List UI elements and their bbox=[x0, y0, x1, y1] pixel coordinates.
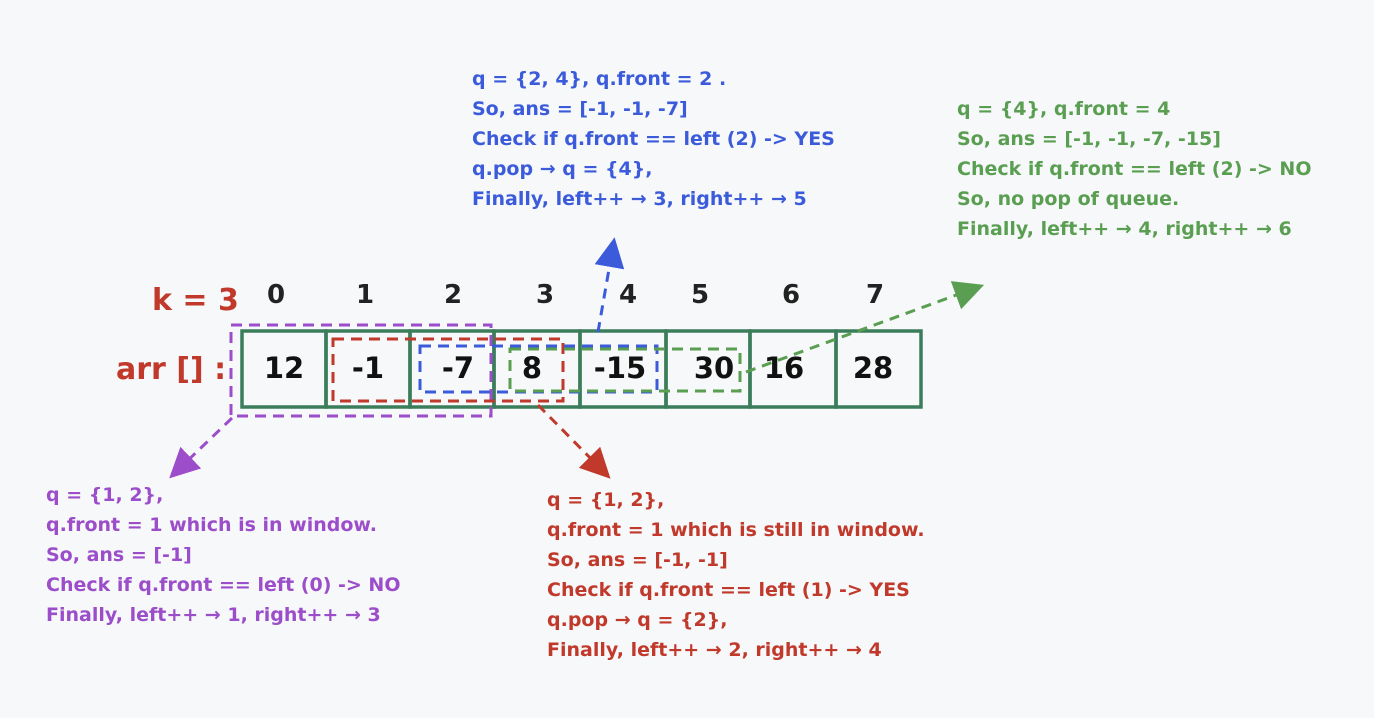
array-value: 16 bbox=[763, 351, 805, 385]
blue-arrow bbox=[594, 237, 625, 333]
index-label: 2 bbox=[443, 280, 463, 310]
index-label: 5 bbox=[690, 280, 710, 310]
note-line: q.pop → q = {2}, bbox=[547, 609, 728, 631]
note-line: q.front = 1 which is still in window. bbox=[547, 519, 925, 541]
note-line: q = {1, 2}, bbox=[547, 489, 665, 511]
blue-note: q = {2, 4}, q.front = 2 . So, ans = [-1,… bbox=[472, 64, 835, 214]
index-label: 7 bbox=[865, 280, 885, 310]
green-note: q = {4}, q.front = 4 So, ans = [-1, -1, … bbox=[957, 94, 1312, 244]
red-note: q = {1, 2}, q.front = 1 which is still i… bbox=[547, 485, 925, 665]
array-value: -1 bbox=[351, 351, 385, 385]
note-line: So, ans = [-1, -1] bbox=[547, 549, 728, 571]
array-value: 8 bbox=[521, 351, 543, 385]
note-line: Finally, left++ → 2, right++ → 4 bbox=[547, 639, 882, 661]
index-label: 0 bbox=[266, 280, 286, 310]
note-line: So, ans = [-1] bbox=[46, 544, 192, 566]
note-line: So, no pop of queue. bbox=[957, 188, 1180, 210]
array-value: 30 bbox=[693, 351, 735, 385]
note-line: Finally, left++ → 3, right++ → 5 bbox=[472, 188, 807, 210]
note-line: q.pop → q = {4}, bbox=[472, 158, 653, 180]
note-line: Finally, left++ → 4, right++ → 6 bbox=[957, 218, 1292, 240]
purple-arrow bbox=[169, 416, 234, 479]
array-value: -7 bbox=[441, 351, 475, 385]
array-value: -15 bbox=[593, 351, 647, 385]
purple-window bbox=[229, 323, 493, 418]
note-line: Check if q.front == left (2) -> YES bbox=[472, 128, 835, 150]
array-value: 28 bbox=[852, 351, 894, 385]
red-window bbox=[331, 337, 565, 403]
note-line: Check if q.front == left (2) -> NO bbox=[957, 158, 1312, 180]
note-line: Finally, left++ → 1, right++ → 3 bbox=[46, 604, 381, 626]
index-label: 4 bbox=[618, 280, 638, 310]
red-arrow bbox=[536, 403, 611, 479]
note-line: q = {1, 2}, bbox=[46, 484, 164, 506]
index-label: 6 bbox=[781, 280, 801, 310]
array-cell-7 bbox=[834, 329, 923, 409]
note-line: So, ans = [-1, -1, -7] bbox=[472, 98, 688, 120]
green-window bbox=[508, 347, 742, 393]
index-label: 1 bbox=[355, 280, 375, 310]
index-label: 3 bbox=[535, 280, 555, 310]
note-line: Check if q.front == left (1) -> YES bbox=[547, 579, 910, 601]
note-line: So, ans = [-1, -1, -7, -15] bbox=[957, 128, 1221, 150]
green-arrow bbox=[745, 281, 985, 374]
array-label: arr [] : bbox=[116, 352, 227, 387]
k-label: k = 3 bbox=[152, 283, 239, 318]
purple-note: q = {1, 2}, q.front = 1 which is in wind… bbox=[46, 480, 401, 630]
note-line: q = {2, 4}, q.front = 2 . bbox=[472, 68, 727, 90]
note-line: Check if q.front == left (0) -> NO bbox=[46, 574, 401, 596]
array-value: 12 bbox=[263, 351, 305, 385]
note-line: q.front = 1 which is in window. bbox=[46, 514, 377, 536]
note-line: q = {4}, q.front = 4 bbox=[957, 98, 1171, 120]
